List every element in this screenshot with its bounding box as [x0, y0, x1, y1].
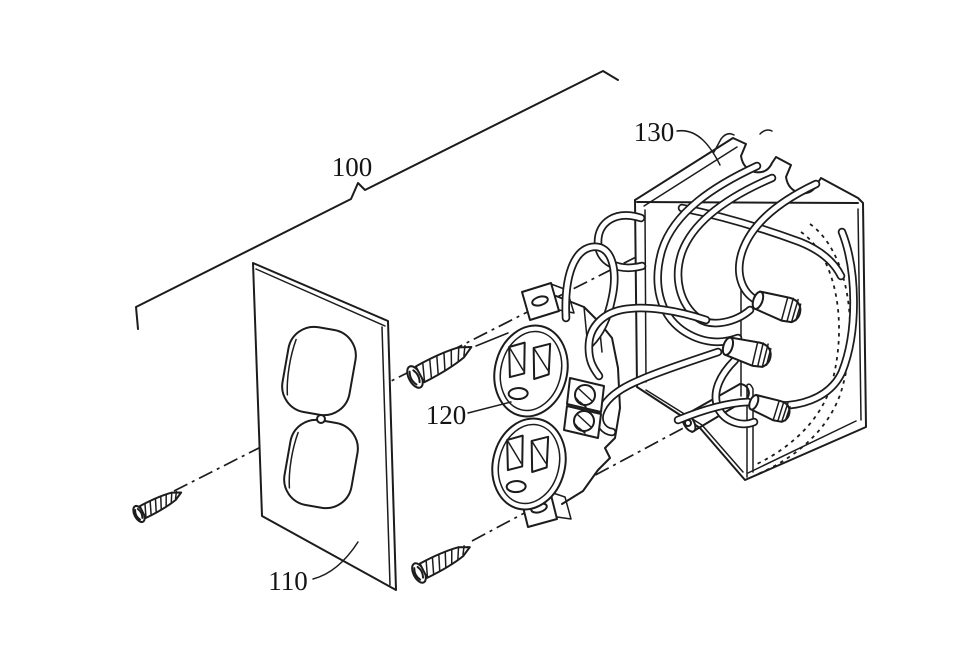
screw-left: [130, 483, 186, 525]
screw-bottom: [408, 536, 476, 586]
label-110: 110: [268, 566, 308, 596]
plate-screw-hole: [316, 414, 326, 424]
label-130: 130: [634, 117, 675, 147]
plate-opening-lower: [283, 418, 359, 510]
screw-top-pointer: [475, 332, 509, 347]
plate-opening-upper: [281, 325, 357, 417]
box-back-notches: [713, 129, 773, 153]
leader-120: [467, 401, 512, 414]
wire: [595, 347, 723, 437]
reference-labels: 100 110 120 130: [268, 117, 721, 596]
wall-plate: [252, 262, 397, 591]
wire: [735, 179, 821, 305]
wire: [653, 161, 762, 347]
screw-top: [402, 335, 479, 392]
tab-screw-slot: [531, 295, 549, 307]
terminal-hardware: [563, 377, 605, 439]
wire: [757, 227, 858, 410]
terminal-screw-lower: [573, 410, 595, 434]
wire: [593, 211, 647, 272]
wire: [673, 397, 753, 425]
label-120: 120: [426, 400, 467, 430]
assembly-bracket: [135, 70, 619, 330]
leader-110: [312, 541, 359, 580]
mounting-tab-top: [521, 282, 575, 321]
wire: [584, 303, 711, 381]
plate-thickness-edges: [255, 268, 391, 586]
label-100: 100: [332, 152, 373, 182]
wire: [673, 173, 777, 328]
leader-130: [676, 130, 721, 166]
wires: [561, 161, 858, 437]
terminal-screw-upper: [574, 384, 596, 408]
